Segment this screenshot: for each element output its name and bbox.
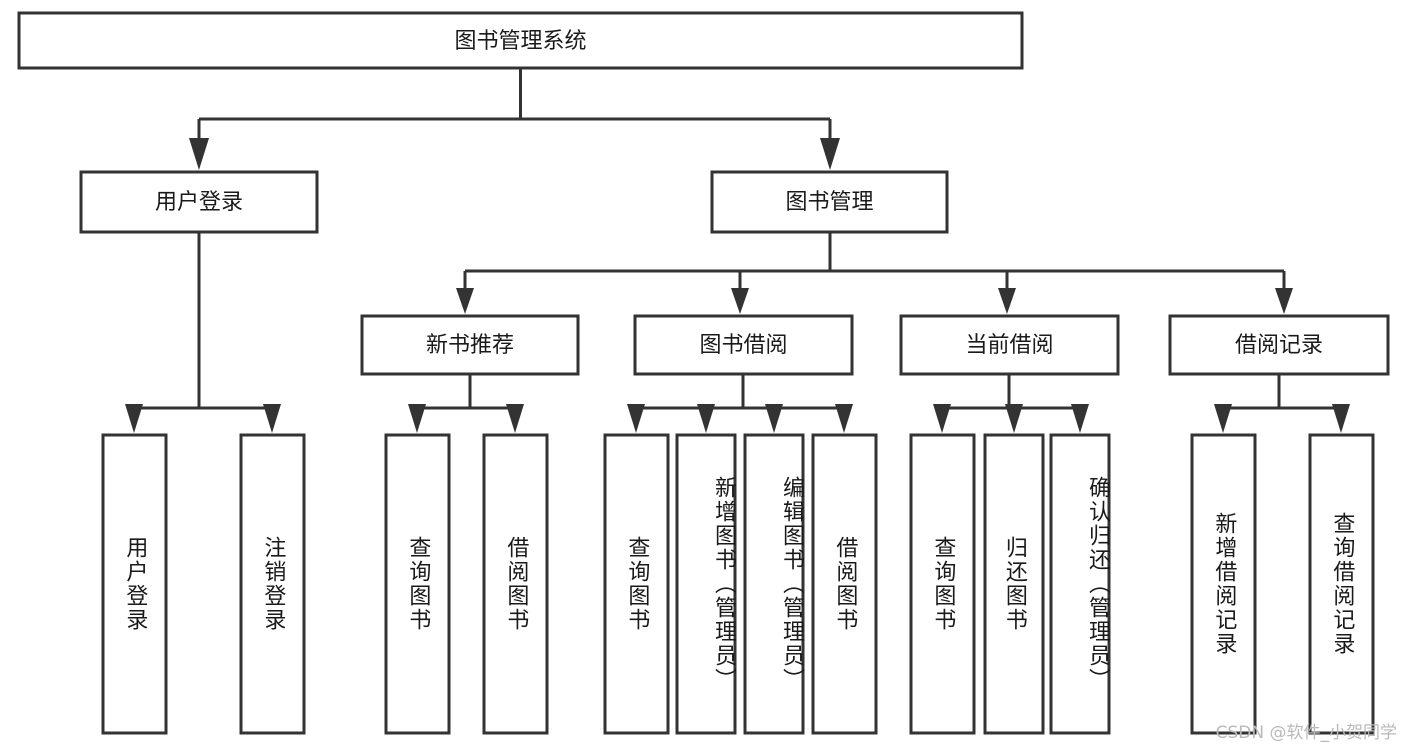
arrow-head-current-borrow: [998, 288, 1016, 314]
arrow-head-book-manage: [820, 138, 840, 170]
node-user-login[interactable]: 用户登录: [79, 170, 319, 234]
arrow-head-leaf-confirm-return: [1071, 404, 1089, 433]
node-new-book-rec-label: 新书推荐: [426, 333, 514, 358]
arrow-head-user-login: [189, 138, 209, 170]
node-leaf-query-book-b-box[interactable]: [603, 433, 670, 735]
arrow-head-leaf-return-book: [1005, 404, 1023, 433]
node-leaf-edit-book-box[interactable]: [743, 433, 805, 735]
node-leaf-user-login-box[interactable]: [101, 433, 168, 735]
node-leaf-borrow-book-rec-box[interactable]: [482, 433, 549, 735]
node-book-manage[interactable]: 图书管理: [710, 170, 949, 234]
node-leaf-query-book-rec-box[interactable]: [384, 433, 451, 735]
node-borrow-record-box[interactable]: [1168, 314, 1390, 376]
node-root-box[interactable]: [17, 11, 1024, 70]
node-root-label: 图书管理系统: [454, 29, 586, 54]
arrow-head-leaf-edit-book: [765, 404, 783, 433]
node-layer: 图书管理系统 用户登录 图书管理 新书推荐 图书借阅 当前: [17, 11, 1390, 735]
arrow-head-leaf-query-book-b: [627, 404, 645, 433]
arrow-head-borrow-record: [1275, 288, 1293, 314]
node-book-manage-label: 图书管理: [785, 190, 873, 215]
node-leaf-borrow-book-b-box[interactable]: [811, 433, 878, 735]
node-book-borrow-box[interactable]: [633, 314, 854, 376]
arrow-head-leaf-query-book-rec: [408, 404, 426, 433]
arrow-head-new-book-rec: [456, 288, 474, 314]
node-user-login-box[interactable]: [79, 170, 319, 234]
node-leaf-query-book-c-box[interactable]: [909, 433, 976, 735]
node-user-login-label: 用户登录: [155, 190, 243, 215]
node-new-book-rec[interactable]: 新书推荐: [360, 314, 580, 376]
node-current-borrow-box[interactable]: [899, 314, 1120, 376]
node-borrow-record[interactable]: 借阅记录: [1168, 314, 1390, 376]
node-leaf-add-record-box[interactable]: [1190, 433, 1257, 735]
connector-layer: [125, 68, 1350, 433]
node-new-book-rec-box[interactable]: [360, 314, 580, 376]
node-leaf-confirm-return-box[interactable]: [1049, 433, 1111, 735]
arrow-head-leaf-add-record: [1214, 404, 1232, 433]
node-leaf-add-book-box[interactable]: [675, 433, 737, 735]
node-book-borrow[interactable]: 图书借阅: [633, 314, 854, 376]
node-leaf-return-book-box[interactable]: [983, 433, 1045, 735]
node-book-manage-box[interactable]: [710, 170, 949, 234]
arrow-head-leaf-borrow-book-rec: [506, 404, 524, 433]
node-current-borrow[interactable]: 当前借阅: [899, 314, 1120, 376]
node-borrow-record-label: 借阅记录: [1235, 333, 1323, 358]
node-leaf-logout-box[interactable]: [239, 433, 306, 735]
arrow-head-leaf-query-book-c: [933, 404, 951, 433]
node-leaf-query-record-box[interactable]: [1308, 433, 1375, 735]
arrow-head-book-borrow: [731, 288, 749, 314]
node-current-borrow-label: 当前借阅: [965, 333, 1053, 358]
node-root[interactable]: 图书管理系统: [17, 11, 1024, 70]
arrow-head-leaf-logout: [263, 404, 281, 433]
arrow-head-leaf-borrow-book-b: [835, 404, 853, 433]
arrow-head-leaf-user-login: [125, 404, 143, 433]
arrow-head-leaf-add-book: [697, 404, 715, 433]
node-book-borrow-label: 图书借阅: [699, 333, 787, 358]
arrow-head-leaf-query-record: [1332, 404, 1350, 433]
